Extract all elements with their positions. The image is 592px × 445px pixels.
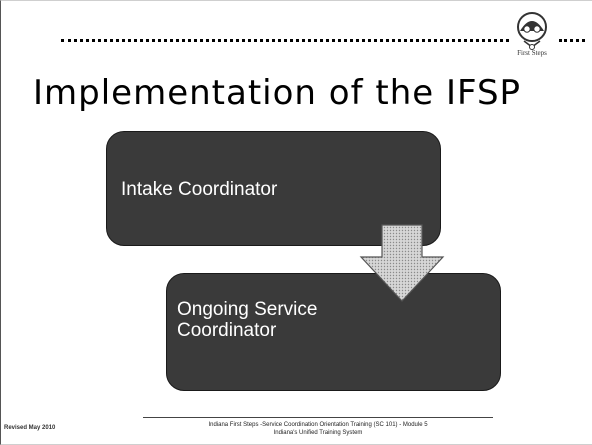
- first-steps-logo-icon: [517, 12, 547, 50]
- ongoing-service-coordinator-box: Ongoing Service Coordinator: [166, 273, 501, 391]
- footer-divider: [143, 417, 493, 418]
- dotted-rule-right: [559, 29, 585, 42]
- slide-title: Implementation of the IFSP: [33, 73, 522, 113]
- footer-line-1: Indiana First Steps -Service Coordinatio…: [208, 422, 428, 428]
- footer-text: Indiana First Steps -Service Coordinatio…: [143, 421, 493, 437]
- intake-coordinator-label: Intake Coordinator: [121, 179, 278, 200]
- first-steps-logo: First Steps: [506, 7, 558, 61]
- down-arrow-icon: [359, 224, 445, 302]
- dotted-rule-left: [61, 29, 509, 42]
- logo-text: First Steps: [517, 49, 547, 57]
- footer-line-2: Indiana's Unified Training System: [273, 430, 363, 436]
- footer-revised-date: Revised May 2010: [4, 425, 56, 431]
- ongoing-service-coordinator-label: Ongoing Service Coordinator: [177, 299, 318, 341]
